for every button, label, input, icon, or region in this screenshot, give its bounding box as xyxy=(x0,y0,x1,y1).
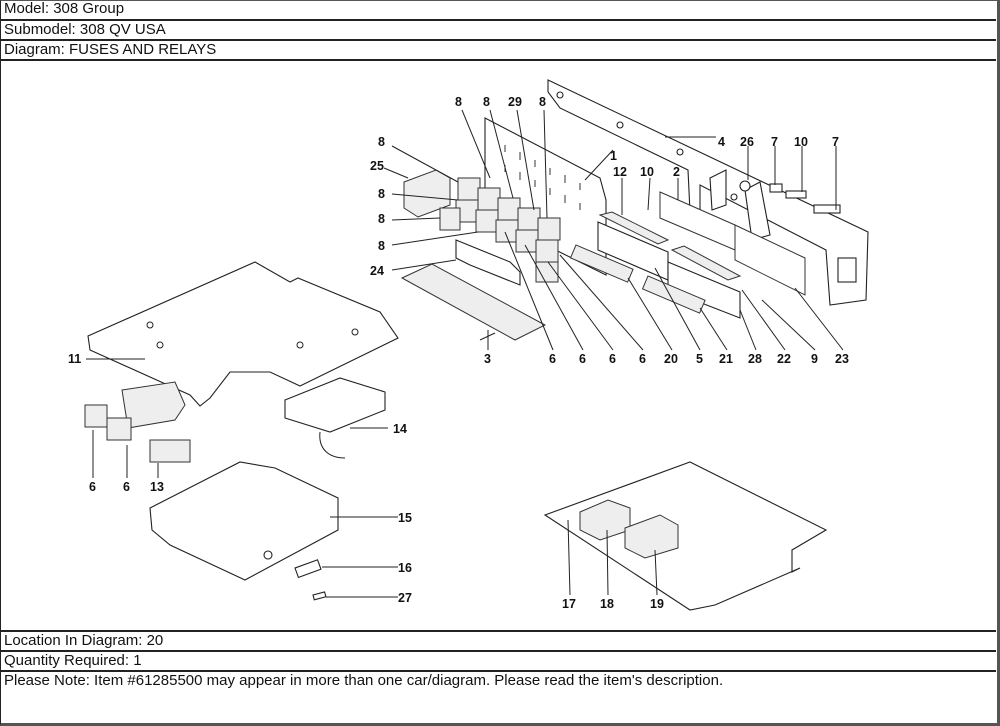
callout-14: 14 xyxy=(393,422,407,436)
callout-28: 28 xyxy=(748,352,762,366)
callout-8: 8 xyxy=(483,95,490,109)
parts-diagram: 8 8 29 8 8 25 8 8 8 24 3 6 6 6 6 1 12 10… xyxy=(0,61,996,632)
callout-8: 8 xyxy=(539,95,546,109)
callout-6: 6 xyxy=(579,352,586,366)
callout-23: 23 xyxy=(835,352,849,366)
fuse-label-card-part-3 xyxy=(400,263,547,341)
callout-20: 20 xyxy=(664,352,678,366)
callout-8: 8 xyxy=(378,239,385,253)
bracket-box-part-15 xyxy=(149,461,339,581)
callout-8: 8 xyxy=(378,212,385,226)
note-row: Please Note: Item #61285500 may appear i… xyxy=(4,672,724,689)
parts-diagram-drawing: 8 8 29 8 8 25 8 8 8 24 3 6 6 6 6 1 12 10… xyxy=(68,79,869,611)
buzzer-part-19 xyxy=(624,514,679,559)
callout-16: 16 xyxy=(398,561,412,575)
callout-8: 8 xyxy=(455,95,462,109)
callout-8: 8 xyxy=(378,187,385,201)
callout-1: 1 xyxy=(610,149,617,163)
callout-5: 5 xyxy=(696,352,703,366)
callout-26: 26 xyxy=(740,135,754,149)
callout-17: 17 xyxy=(562,597,576,611)
callout-12: 12 xyxy=(613,165,627,179)
callout-15: 15 xyxy=(398,511,412,525)
callout-6: 6 xyxy=(639,352,646,366)
callout-27: 27 xyxy=(398,591,412,605)
callout-21: 21 xyxy=(719,352,733,366)
callout-18: 18 xyxy=(600,597,614,611)
callout-6: 6 xyxy=(609,352,616,366)
callout-10: 10 xyxy=(794,135,808,149)
callout-6: 6 xyxy=(123,480,130,494)
callout-8: 8 xyxy=(378,135,385,149)
fuse-part-27 xyxy=(312,591,327,601)
callout-13: 13 xyxy=(150,480,164,494)
quantity-row: Quantity Required: 1 xyxy=(0,652,996,672)
callout-3: 3 xyxy=(484,352,491,366)
callout-7: 7 xyxy=(771,135,778,149)
model-row: Model: 308 Group xyxy=(0,0,996,21)
relay-cluster-part-8 xyxy=(403,169,561,283)
callout-29: 29 xyxy=(508,95,522,109)
fuse-box-assembly xyxy=(569,211,742,319)
callout-22: 22 xyxy=(777,352,791,366)
callout-11: 11 xyxy=(68,352,81,366)
callout-9: 9 xyxy=(811,352,818,366)
callout-leader-lines xyxy=(86,109,844,598)
mounting-plate-part-11 xyxy=(87,261,399,407)
mounting-bracket-part-4 xyxy=(547,79,869,306)
callout-labels: 8 8 29 8 8 25 8 8 8 24 3 6 6 6 6 1 12 10… xyxy=(68,95,849,611)
callout-25: 25 xyxy=(370,159,384,173)
callout-24: 24 xyxy=(370,264,384,278)
clip-part-16 xyxy=(294,559,322,579)
control-unit-part-14 xyxy=(284,377,386,433)
callout-6: 6 xyxy=(89,480,96,494)
submodel-row: Submodel: 308 QV USA xyxy=(0,21,996,41)
callout-7: 7 xyxy=(832,135,839,149)
callout-4: 4 xyxy=(718,135,725,149)
callout-2: 2 xyxy=(673,165,680,179)
callout-6: 6 xyxy=(549,352,556,366)
relay-base-part-24 xyxy=(455,239,521,286)
diagram-title-row: Diagram: FUSES AND RELAYS xyxy=(0,41,996,61)
location-row: Location In Diagram: 20 xyxy=(0,632,996,652)
hardware-parts-26-7-10 xyxy=(730,180,841,214)
base-plate-part-17 xyxy=(543,461,828,611)
fuse-holder-part-2 xyxy=(659,191,806,296)
callout-10: 10 xyxy=(640,165,654,179)
relay-group-part-6-13 xyxy=(84,381,191,463)
callout-19: 19 xyxy=(650,597,664,611)
